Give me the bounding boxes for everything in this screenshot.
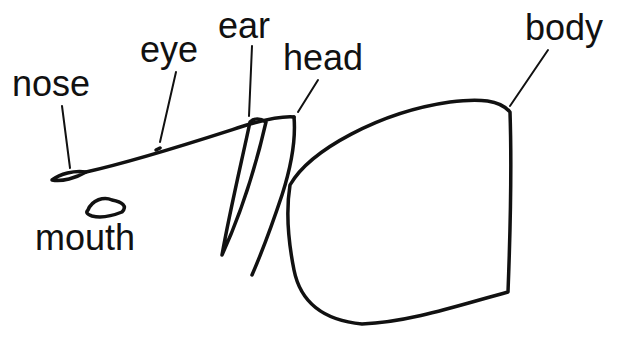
part-label: mouth: [35, 220, 135, 256]
nose-sketch: [52, 171, 86, 180]
head-outline: [86, 117, 294, 172]
mouth-sketch: [87, 198, 125, 216]
leader-line: [62, 106, 70, 168]
leader-line: [160, 72, 176, 142]
part-label: eye: [140, 32, 198, 68]
eye-sketch: [156, 148, 160, 150]
leader-line: [510, 50, 548, 106]
leader-line: [298, 80, 318, 112]
part-label: head: [283, 40, 363, 76]
ear-sketch: [222, 119, 266, 255]
part-label: nose: [12, 66, 90, 102]
leader-line: [249, 46, 252, 116]
body-outline: [288, 100, 511, 324]
part-label: body: [525, 10, 603, 46]
part-label: ear: [218, 8, 270, 44]
